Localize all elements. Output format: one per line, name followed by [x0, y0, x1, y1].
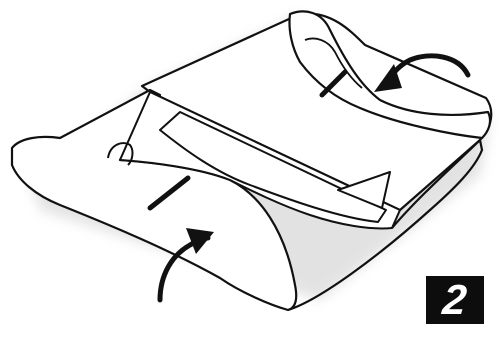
step-number: 2	[441, 279, 469, 321]
step-number-badge: 2	[426, 276, 484, 324]
